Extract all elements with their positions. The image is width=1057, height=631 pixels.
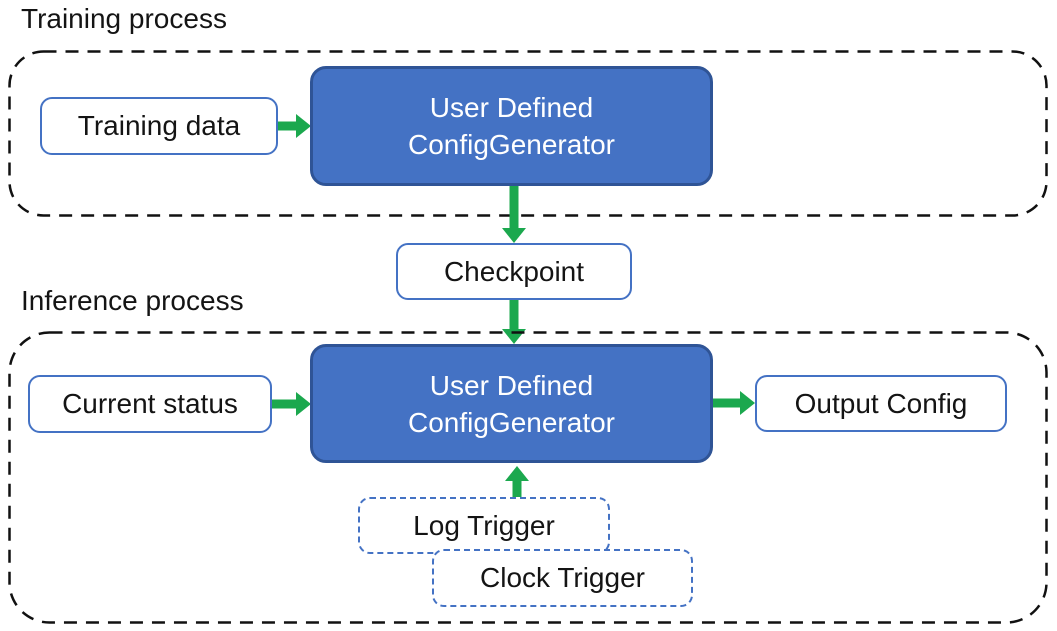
inference-config-generator-node: User Defined ConfigGenerator (310, 344, 713, 463)
arrow-current-status-to-generator (272, 392, 311, 416)
training-data-node: Training data (40, 97, 278, 155)
training-process-label: Training process (21, 3, 227, 34)
arrow-shaft (278, 121, 296, 131)
log-trigger-node: Log Trigger (358, 497, 610, 554)
training-data-label: Training data (77, 110, 241, 141)
arrow-shaft (509, 300, 519, 329)
inference-config-generator-line1: User Defined (429, 369, 594, 401)
inference-config-generator-line2: ConfigGenerator (407, 406, 615, 438)
checkpoint-node: Checkpoint (396, 243, 632, 300)
arrow-shaft (272, 399, 296, 409)
arrow-shaft (713, 398, 740, 408)
inference-process-container-border (8, 331, 1048, 624)
clock-trigger-node: Clock Trigger (432, 549, 693, 607)
log-trigger-label: Log Trigger (413, 509, 555, 541)
current-status-node: Current status (28, 375, 272, 433)
arrow-head-icon (505, 466, 529, 481)
arrow-generator-to-checkpoint (502, 186, 526, 243)
arrow-head-icon (296, 392, 311, 416)
inference-process-container (8, 331, 1048, 624)
arrow-shaft (512, 481, 522, 497)
training-process-container-border (8, 50, 1048, 217)
arrow-head-icon (740, 391, 755, 415)
clock-trigger-label: Clock Trigger (480, 562, 645, 593)
arrow-generator-to-output-config (713, 391, 755, 415)
arrow-head-icon (296, 114, 311, 138)
inference-process-label: Inference process (21, 285, 244, 316)
training-config-generator-line1: User Defined (429, 92, 594, 123)
arrow-head-icon (502, 228, 526, 243)
training-process-container (8, 50, 1048, 217)
output-config-label: Output Config (794, 387, 968, 419)
training-config-generator-node: User Defined ConfigGenerator (310, 66, 713, 186)
arrow-shaft (509, 186, 519, 228)
current-status-label: Current status (62, 388, 238, 419)
output-config-node: Output Config (755, 375, 1007, 432)
arrow-training-data-to-generator (278, 114, 311, 138)
arrow-triggers-to-generator (505, 466, 529, 497)
checkpoint-label: Checkpoint (443, 255, 585, 287)
training-config-generator-line2: ConfigGenerator (407, 129, 615, 160)
